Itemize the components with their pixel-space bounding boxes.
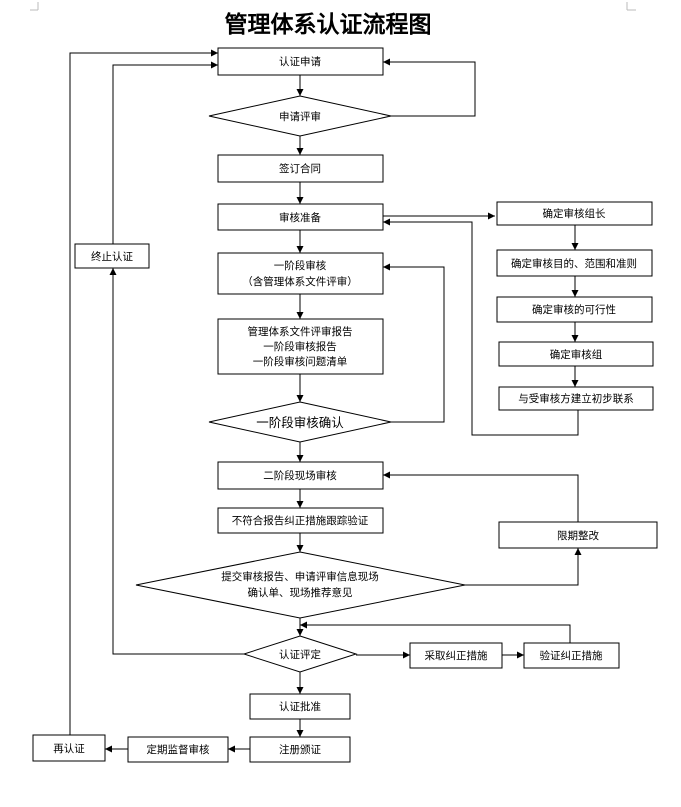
node-submit-report-decision: 提交审核报告、申请评审信息现场 确认单、现场推荐意见 bbox=[135, 551, 466, 619]
node-rectify: 限期整改 bbox=[498, 521, 658, 549]
svg-text:认证评定: 认证评定 bbox=[279, 648, 321, 661]
svg-text:确认单、现场推荐意见: 确认单、现场推荐意见 bbox=[248, 586, 353, 599]
svg-text:不符合报告纠正措施跟踪验证: 不符合报告纠正措施跟踪验证 bbox=[232, 514, 369, 527]
svg-text:确定审核的可行性: 确定审核的可行性 bbox=[532, 303, 616, 316]
node-stage1-confirm-decision: 一阶段审核确认 bbox=[208, 401, 392, 443]
node-terminate: 终止认证 bbox=[74, 243, 150, 269]
svg-text:认证申请: 认证申请 bbox=[279, 55, 321, 68]
svg-text:申请评审: 申请评审 bbox=[279, 110, 321, 123]
svg-text:认证批准: 认证批准 bbox=[279, 700, 321, 713]
connectors bbox=[69, 49, 582, 753]
node-verify-corrective: 验证纠正措施 bbox=[523, 642, 620, 669]
node-team: 确定审核组 bbox=[498, 341, 654, 367]
svg-text:再认证: 再认证 bbox=[53, 742, 85, 755]
svg-text:管理体系文件评审报告: 管理体系文件评审报告 bbox=[248, 325, 353, 338]
svg-text:二阶段现场审核: 二阶段现场审核 bbox=[263, 469, 337, 482]
node-contract: 签订合同 bbox=[217, 154, 384, 183]
svg-text:注册颁证: 注册颁证 bbox=[279, 743, 321, 756]
node-surveillance: 定期监督审核 bbox=[127, 736, 229, 763]
svg-text:签订合同: 签订合同 bbox=[279, 162, 321, 175]
node-corrective: 采取纠正措施 bbox=[409, 642, 503, 669]
svg-text:一阶段审核报告: 一阶段审核报告 bbox=[263, 340, 337, 353]
arrow-decision-terminate bbox=[109, 268, 244, 655]
svg-text:限期整改: 限期整改 bbox=[557, 529, 599, 542]
node-register: 注册颁证 bbox=[249, 736, 351, 763]
svg-text:提交审核报告、申请评审信息现场: 提交审核报告、申请评审信息现场 bbox=[221, 570, 379, 583]
node-stage1-reports: 管理体系文件评审报告 一阶段审核报告 一阶段审核问题清单 bbox=[217, 318, 384, 375]
crop-marks bbox=[30, 2, 636, 11]
arrow-rectify-stage2 bbox=[383, 471, 579, 522]
svg-text:一阶段审核问题清单: 一阶段审核问题清单 bbox=[253, 355, 348, 368]
svg-text:（含管理体系文件评审）: （含管理体系文件评审） bbox=[242, 275, 358, 288]
svg-text:确定审核目的、范围和准则: 确定审核目的、范围和准则 bbox=[511, 257, 637, 270]
node-scope: 确定审核目的、范围和准则 bbox=[496, 249, 653, 277]
node-contact: 与受审核方建立初步联系 bbox=[498, 386, 654, 411]
node-cert-decision: 认证评定 bbox=[242, 635, 358, 673]
svg-text:终止认证: 终止认证 bbox=[91, 250, 133, 263]
arrow-submit-rectify bbox=[465, 548, 582, 586]
page-title: 管理体系认证流程图 bbox=[225, 11, 432, 38]
svg-text:确定审核组长: 确定审核组长 bbox=[543, 207, 606, 220]
node-apply: 认证申请 bbox=[217, 47, 384, 76]
node-audit-prep: 审核准备 bbox=[217, 203, 384, 231]
node-stage2-audit: 二阶段现场审核 bbox=[217, 461, 384, 490]
svg-text:验证纠正措施: 验证纠正措施 bbox=[540, 649, 603, 662]
node-stage1-audit: 一阶段审核 （含管理体系文件评审） bbox=[217, 252, 384, 295]
node-leader: 确定审核组长 bbox=[496, 201, 653, 226]
node-review-decision: 申请评审 bbox=[208, 95, 392, 137]
node-feasibility: 确定审核的可行性 bbox=[496, 296, 653, 323]
arrow-terminate-apply bbox=[112, 61, 218, 244]
arrow-confirm1-back-stage1 bbox=[383, 263, 445, 423]
svg-text:采取纠正措施: 采取纠正措施 bbox=[425, 649, 488, 662]
node-approve: 认证批准 bbox=[249, 693, 351, 720]
node-nc-verification: 不符合报告纠正措施跟踪验证 bbox=[217, 507, 384, 534]
arrow-recert-apply bbox=[69, 49, 218, 735]
svg-text:与受审核方建立初步联系: 与受审核方建立初步联系 bbox=[518, 392, 634, 405]
svg-text:一阶段审核: 一阶段审核 bbox=[274, 259, 327, 272]
node-recert: 再认证 bbox=[32, 734, 106, 762]
arrow-review-back-apply bbox=[383, 58, 476, 117]
arrow-contact-back-prep bbox=[383, 218, 579, 436]
svg-text:确定审核组: 确定审核组 bbox=[550, 348, 603, 361]
arrow-verify-back-decision bbox=[300, 621, 571, 643]
svg-text:一阶段审核确认: 一阶段审核确认 bbox=[256, 415, 344, 430]
svg-text:定期监督审核: 定期监督审核 bbox=[147, 743, 210, 756]
svg-text:审核准备: 审核准备 bbox=[279, 211, 321, 224]
